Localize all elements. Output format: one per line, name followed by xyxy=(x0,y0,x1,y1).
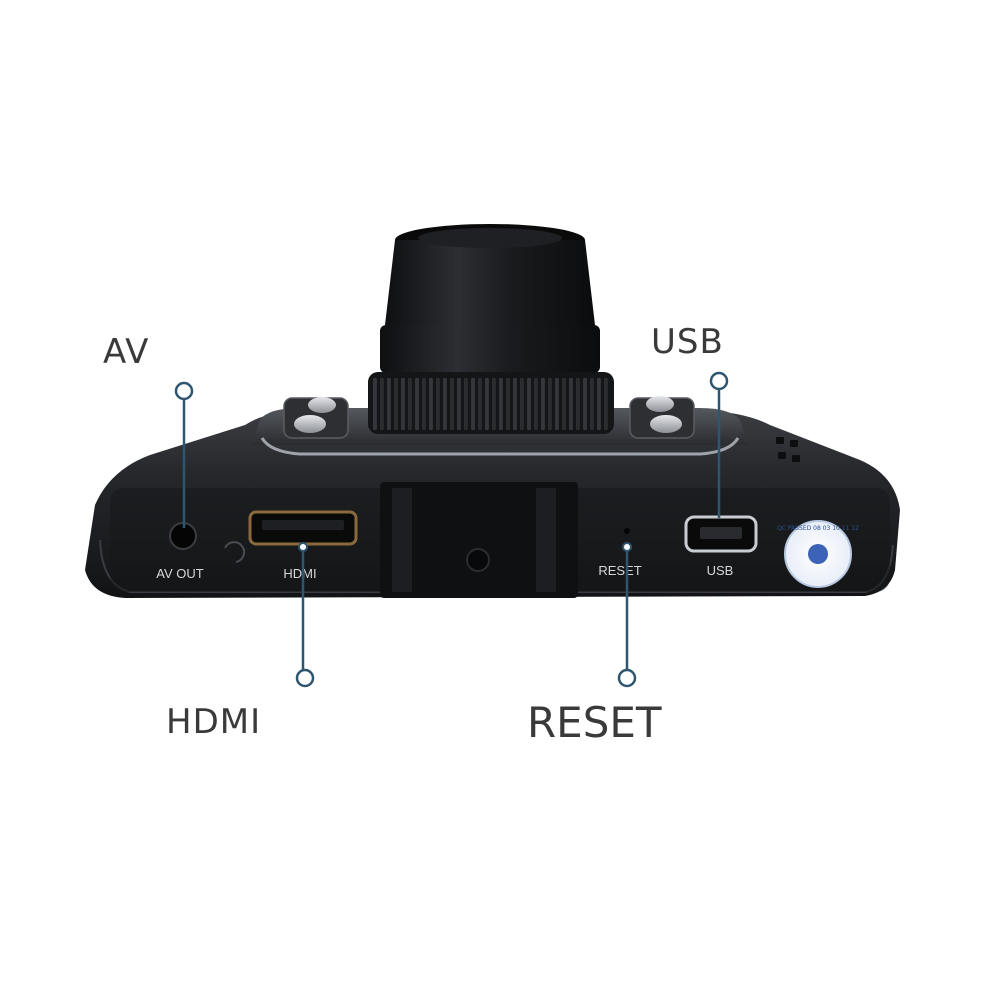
knurl-ridge xyxy=(583,378,587,430)
knurl-ridge xyxy=(548,378,552,430)
port-label-hdmi: HDMI xyxy=(283,566,316,581)
knurl-ridge xyxy=(569,378,573,430)
knurl-ridge xyxy=(555,378,559,430)
knurl-ridge xyxy=(604,378,608,430)
knurl-ridge xyxy=(436,378,440,430)
hdmi-port xyxy=(248,510,358,546)
reset-hole xyxy=(624,528,630,534)
ir-led-left xyxy=(283,397,349,439)
knurl-ridge xyxy=(450,378,454,430)
knurl-ridge xyxy=(471,378,475,430)
lens-knurled-ring xyxy=(373,378,608,430)
knurl-ridge xyxy=(576,378,580,430)
knurl-ridge xyxy=(562,378,566,430)
knurl-ridge xyxy=(380,378,384,430)
qc-sticker: QC PASSED 08 03 10 11 12 xyxy=(777,520,859,588)
knurl-ridge xyxy=(387,378,391,430)
knurl-ridge xyxy=(464,378,468,430)
knurl-ridge xyxy=(373,378,377,430)
knurl-ridge xyxy=(429,378,433,430)
callout-reset xyxy=(617,542,637,688)
callout-usb xyxy=(709,371,729,518)
callout-usb-marker xyxy=(709,371,729,391)
sticker-text: QC PASSED 08 03 10 11 12 xyxy=(777,525,859,532)
knurl-ridge xyxy=(513,378,517,430)
knurl-ridge xyxy=(534,378,538,430)
knurl-ridge xyxy=(506,378,510,430)
port-label-reset: RESET xyxy=(598,563,641,578)
knurl-ridge xyxy=(408,378,412,430)
mount-bracket xyxy=(380,482,578,598)
knurl-ridge xyxy=(457,378,461,430)
callout-hdmi-marker xyxy=(295,668,315,688)
callout-av xyxy=(174,381,194,528)
knurl-ridge xyxy=(492,378,496,430)
knurl-ridge xyxy=(401,378,405,430)
ir-led-right xyxy=(629,396,695,439)
port-label-usb: USB xyxy=(707,563,734,578)
knurl-ridge xyxy=(597,378,601,430)
knurl-ridge xyxy=(499,378,503,430)
callout-label-av: AV xyxy=(103,332,150,372)
callout-hdmi xyxy=(295,542,315,688)
knurl-ridge xyxy=(422,378,426,430)
usb-port xyxy=(684,515,758,553)
knurl-ridge xyxy=(520,378,524,430)
knurl-ridge xyxy=(527,378,531,430)
speaker-vents xyxy=(776,437,800,462)
knurl-ridge xyxy=(415,378,419,430)
knurl-ridge xyxy=(590,378,594,430)
knurl-ridge xyxy=(541,378,545,430)
lens-assembly xyxy=(368,224,614,434)
knurl-ridge xyxy=(443,378,447,430)
knurl-ridge xyxy=(394,378,398,430)
callout-av-marker xyxy=(174,381,194,401)
knurl-ridge xyxy=(485,378,489,430)
callout-label-reset: RESET xyxy=(527,698,662,747)
callout-label-usb: USB xyxy=(651,322,724,362)
callout-label-hdmi: HDMI xyxy=(166,702,262,742)
callout-reset-marker xyxy=(617,668,637,688)
knurl-ridge xyxy=(478,378,482,430)
port-label-av-out: AV OUT xyxy=(156,566,203,581)
